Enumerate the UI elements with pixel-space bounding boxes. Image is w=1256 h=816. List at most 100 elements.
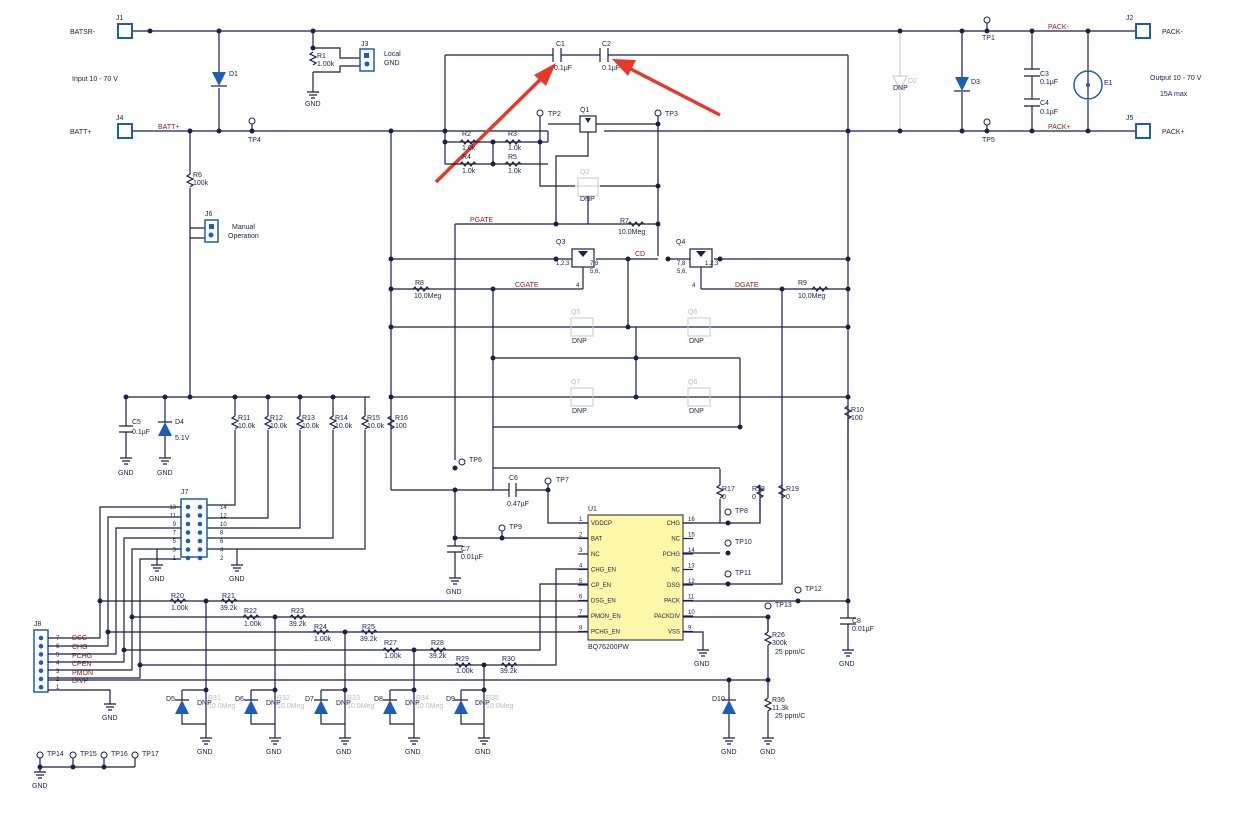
j8-pin-number: 1 [56, 685, 60, 691]
svg-text:GND: GND [721, 749, 737, 756]
u1-pin-name: CHG [667, 521, 681, 527]
annotation-arrow-right [612, 59, 721, 117]
svg-text:10.0k: 10.0k [335, 423, 353, 430]
svg-text:TP7: TP7 [556, 477, 569, 484]
testpoint-tp5: TP5 [982, 118, 995, 144]
svg-text:C1: C1 [556, 41, 565, 48]
u1-pin-name: PCHG [663, 552, 681, 558]
svg-text:TP10: TP10 [735, 539, 752, 546]
svg-text:Local: Local [384, 51, 401, 58]
j8-pin-number: 6 [56, 644, 60, 650]
svg-text:Q1: Q1 [580, 107, 589, 114]
connector-j1: J1 BATSR- [70, 15, 133, 39]
r6-j6-group: R6 100k J6 Manual Operation [185, 131, 259, 400]
svg-text:R15: R15 [367, 415, 380, 422]
svg-text:D5: D5 [166, 696, 175, 703]
net-pgate: PGATE [470, 217, 494, 224]
svg-text:0.01µF: 0.01µF [461, 554, 483, 561]
net-cgate: CGATE [515, 282, 539, 289]
svg-text:TP3: TP3 [665, 111, 678, 118]
svg-text:GND: GND [694, 661, 710, 668]
svg-text:GND: GND [475, 749, 491, 756]
u1-pin-name: PACK [664, 599, 680, 605]
u1-right-pins: 16CHG15NC14PCHG13NC12DSG11PACK10PACKDIV9… [654, 517, 695, 636]
svg-text:R25: R25 [362, 624, 375, 631]
u1-pin-name: BAT [591, 537, 603, 543]
j7-pin [185, 530, 191, 535]
j7-pin-number: 2 [220, 556, 224, 562]
svg-text:R18: R18 [752, 486, 765, 493]
svg-text:R33: R33 [347, 695, 360, 702]
svg-text:DNP: DNP [266, 700, 281, 707]
j7-pin [185, 513, 191, 518]
svg-text:GND: GND [336, 749, 352, 756]
svg-text:R34: R34 [416, 695, 429, 702]
u1-pin-name: PACKDIV [654, 614, 680, 620]
svg-text:GND: GND [405, 749, 421, 756]
svg-text:5,6,: 5,6, [677, 269, 687, 275]
testpoint-tp1: TP1 [982, 16, 995, 42]
svg-text:0.1µF: 0.1µF [602, 65, 620, 72]
net-cgate-group: R8 10.0Meg CGATE [388, 280, 583, 490]
svg-text:J5: J5 [1126, 115, 1134, 122]
svg-text:0.1µF: 0.1µF [1040, 79, 1058, 86]
u1-pin-number: 4 [579, 564, 583, 570]
svg-text:300k: 300k [772, 640, 788, 647]
output-note: Output 10 - 70 V 15A max [1150, 75, 1202, 98]
svg-text:J8: J8 [34, 621, 42, 628]
u1-pin-number: 14 [688, 548, 695, 554]
svg-text:10.0Meg: 10.0Meg [486, 703, 513, 710]
svg-text:TP17: TP17 [142, 751, 159, 758]
svg-text:1.00k: 1.00k [314, 636, 332, 643]
testpoint-tp3: TP3 [654, 109, 678, 256]
net-pack-minus: PACK- [1048, 24, 1070, 31]
svg-text:D4: D4 [175, 419, 184, 426]
svg-text:R20: R20 [171, 593, 184, 600]
svg-text:0.1µF: 0.1µF [1040, 109, 1058, 116]
svg-text:0.1µF: 0.1µF [132, 429, 150, 436]
svg-text:R13: R13 [302, 415, 315, 422]
svg-text:0: 0 [722, 494, 726, 501]
svg-text:5.1V: 5.1V [175, 435, 190, 442]
u1-pin-number: 15 [688, 533, 695, 539]
svg-text:J2: J2 [1126, 15, 1134, 22]
cap-c6: C6 0.47µF [507, 475, 529, 508]
svg-text:D6: D6 [235, 696, 244, 703]
svg-text:Q2: Q2 [580, 169, 589, 176]
svg-text:C3: C3 [1040, 71, 1049, 78]
j7-pin [185, 547, 191, 552]
svg-text:Manual: Manual [232, 224, 255, 231]
svg-text:BQ76200PW: BQ76200PW [588, 644, 629, 651]
svg-text:1.0k: 1.0k [462, 168, 476, 175]
signal-routing: R20 1.00k R21 39.2k R22 1.00k R23 39.2k … [48, 506, 768, 681]
u1-pin-number: 10 [688, 610, 695, 616]
j8-pin [38, 684, 44, 690]
svg-text:D10: D10 [712, 696, 725, 703]
r10-group: R10 100 C8 0.01µF GND [839, 405, 874, 668]
svg-text:DNP: DNP [336, 700, 351, 707]
svg-text:7,8: 7,8 [590, 261, 599, 267]
svg-text:GND: GND [102, 715, 118, 722]
svg-text:DNP: DNP [572, 338, 587, 345]
svg-text:10.0k: 10.0k [302, 423, 320, 430]
u1-pin-number: 11 [688, 595, 695, 601]
u1-pin-number: 13 [688, 564, 695, 570]
svg-text:100: 100 [851, 415, 863, 422]
j7-pin-number: 13 [169, 505, 176, 511]
svg-text:4: 4 [692, 283, 696, 289]
svg-text:1,2,3: 1,2,3 [556, 261, 570, 267]
testpoint-tp9: TP9 [498, 524, 522, 541]
svg-text:R24: R24 [314, 624, 327, 631]
svg-text:R27: R27 [384, 640, 397, 647]
svg-text:C6: C6 [509, 475, 518, 482]
svg-text:10.0Meg: 10.0Meg [414, 293, 441, 300]
j7-pin-number: 7 [173, 531, 177, 537]
svg-text:R16: R16 [395, 415, 408, 422]
svg-text:DNP: DNP [689, 408, 704, 415]
j8-pin [38, 635, 44, 641]
svg-text:DNP: DNP [689, 338, 704, 345]
svg-text:GND: GND [305, 101, 321, 108]
j8-pin-number: 4 [56, 661, 60, 667]
j7-pin [185, 521, 191, 527]
